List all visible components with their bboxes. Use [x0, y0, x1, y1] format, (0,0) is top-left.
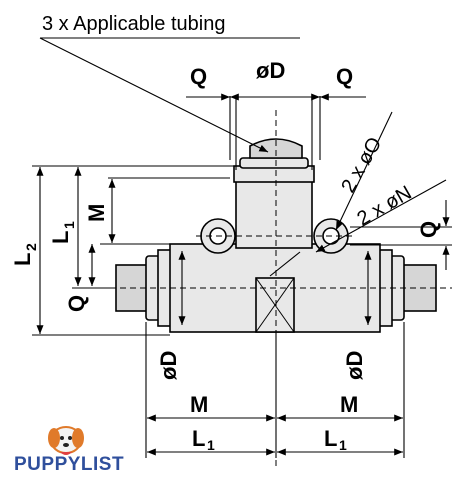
dim-m-bottom-left: M — [190, 392, 208, 417]
puppylist-watermark: PUPPYLIST — [14, 426, 124, 475]
svg-text:1: 1 — [339, 437, 347, 453]
dim-l1-vertical: L 1 — [48, 221, 77, 244]
leader-lines — [39, 37, 447, 277]
svg-text:L: L — [324, 426, 337, 451]
svg-text:L: L — [48, 231, 73, 244]
dim-m-vertical: M — [84, 204, 109, 222]
svg-text:1: 1 — [61, 221, 77, 229]
tube-top — [249, 138, 303, 159]
svg-text:2: 2 — [23, 243, 39, 251]
svg-text:L: L — [10, 253, 35, 266]
dim-q-top-left: Q — [190, 64, 207, 89]
callout-hole-n: 2 x øN — [354, 182, 416, 231]
dim-l1-bottom-right: L 1 — [324, 426, 347, 453]
dim-l1-bottom-left: L 1 — [192, 426, 215, 453]
dim-q-right: Q — [416, 221, 441, 238]
callout-hole-o: 2 x øO — [337, 134, 386, 197]
svg-text:1: 1 — [207, 437, 215, 453]
svg-text:L: L — [192, 426, 205, 451]
dim-top-d: øD — [256, 58, 285, 83]
dim-q-left: Q — [64, 295, 89, 312]
dim-l2: L 2 — [10, 243, 39, 266]
dim-d-right: øD — [342, 351, 367, 380]
puppy-dog-icon — [48, 426, 84, 455]
collet-top — [239, 157, 309, 169]
dim-m-bottom-right: M — [340, 392, 358, 417]
dim-d-left: øD — [156, 351, 181, 380]
tubing-callout: 3 x Applicable tubing — [42, 13, 225, 35]
branch-body — [235, 177, 313, 249]
watermark-text: PUPPYLIST — [14, 454, 124, 475]
dim-q-top-right: Q — [336, 64, 353, 89]
dimension-lines — [32, 93, 452, 458]
